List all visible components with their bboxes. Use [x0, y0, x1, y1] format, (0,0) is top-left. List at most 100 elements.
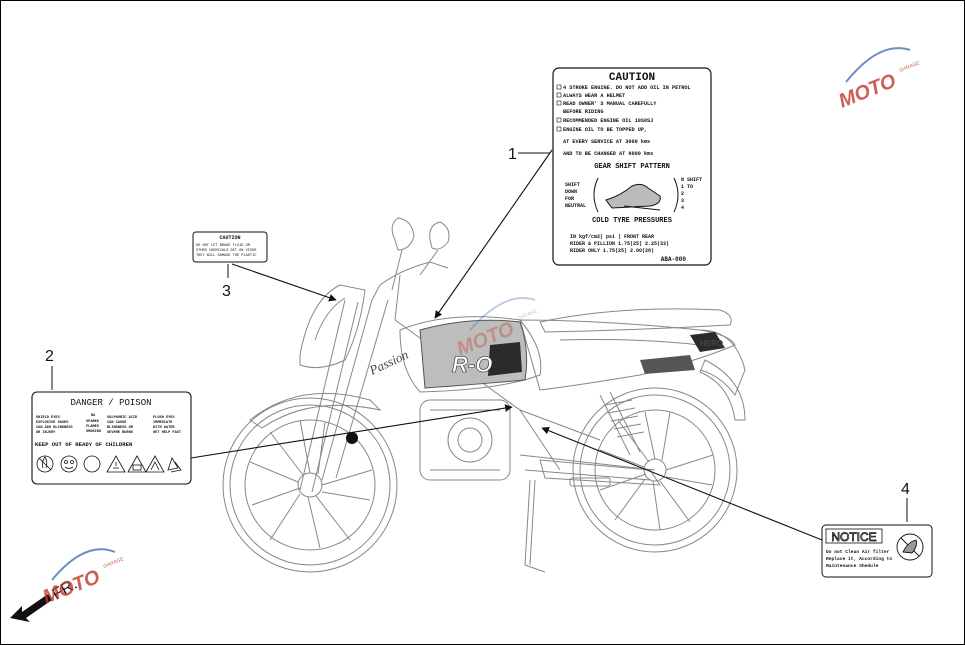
notice-line-1: Do not Clean Air filter	[826, 549, 890, 555]
danger-col4-3: WITH WATER	[153, 426, 175, 430]
side-panel	[519, 319, 736, 391]
caution-small-line-1: DO NOT LET BRAKE FLUID OR	[196, 244, 251, 248]
danger-col3-2: CAN CAUSE	[107, 421, 127, 425]
child-warning-icon	[145, 455, 165, 473]
tank-graphics	[419, 319, 725, 389]
leader-line-4	[541, 426, 823, 541]
leader-line-1	[434, 149, 553, 319]
headlamp-visor	[299, 284, 366, 369]
callout-ticks	[51, 152, 908, 522]
left-mirror	[391, 217, 415, 291]
danger-title: DANGER / POISON	[70, 398, 151, 408]
front-wheel	[222, 397, 398, 573]
caution-main-title: CAUTION	[609, 72, 655, 84]
caution-label-small: CAUTION DO NOT LET BRAKE FLUID OR OTHER …	[192, 231, 268, 263]
eye-protection-icon	[60, 455, 78, 473]
tyre-header: IN kgf/cm2( psi ) FRONT REAR	[570, 234, 654, 240]
caution-small-line-2: OTHER CHEMICALS GET ON VISOR	[196, 249, 257, 253]
gear-shift-title: GEAR SHIFT PATTERN	[594, 163, 670, 171]
tail-section	[699, 329, 746, 397]
callout-number-1: 1	[508, 146, 517, 163]
caution-main-line-5: RECOMMENDED ENGINE OIL 10S0SJ	[563, 118, 653, 124]
watermark-text-1: MOTO	[836, 70, 900, 113]
watermark-text-3: MOTO	[40, 566, 104, 609]
danger-col1-4: OR INJURY	[36, 431, 56, 435]
gear-left-4: NEUTRAL	[565, 203, 586, 209]
tyre-pressure-title: COLD TYRE PRESSURES	[592, 217, 672, 225]
gear-right-4: 3	[681, 198, 684, 204]
caution-main-line-3: READ OWNER' S MANUAL CAREFULLY	[563, 101, 657, 107]
leader-line-3	[231, 263, 337, 302]
handlebar	[371, 261, 449, 321]
explosive-warning-icon	[106, 455, 126, 473]
battery-location-dot	[346, 432, 358, 444]
caution-main-code: ABA-000	[661, 256, 687, 263]
caution-main-line-1: 4 STROKE ENGINE. DO NOT ADD OIL IN PETRO…	[563, 85, 691, 91]
front-fender	[249, 392, 382, 429]
side-badge-text: R-O	[452, 352, 492, 377]
notice-line-3: Maintenance Shedule	[826, 563, 879, 569]
recycle-icon	[167, 457, 182, 473]
caution-small-title: CAUTION	[219, 235, 240, 241]
gear-right-3: 2	[681, 191, 684, 197]
read-manual-icon	[83, 455, 101, 473]
caution-main-line-6: ENGINE OIL TO BE TOPPED UP,	[563, 127, 647, 133]
engine	[419, 399, 511, 481]
front-fork	[299, 299, 389, 493]
notice-line-2: Replace it, According to	[826, 556, 892, 562]
callout-number-4: 4	[901, 481, 910, 498]
gear-left-2: DOWN	[565, 189, 577, 195]
seat	[539, 308, 732, 333]
no-fire-icon	[36, 455, 54, 473]
rear-badge-text: HERO	[700, 339, 723, 348]
caution-main-line-7: AT EVERY SERVICE AT 3000 kms	[563, 139, 650, 145]
danger-col1-2: EXPLOSIVE GASES	[36, 421, 69, 425]
caution-label-main: CAUTION 4 STROKE ENGINE. DO NOT ADD OIL …	[552, 67, 712, 266]
rear-wheel	[572, 387, 738, 553]
front-arrow-icon	[10, 594, 52, 622]
danger-col3-4: SEVERE BURNS	[107, 431, 134, 435]
rear-fender	[699, 359, 746, 421]
caution-main-line-4: BEFORE RIDING	[563, 109, 603, 115]
notice-label: NOTICE Do not Clean Air filter Replace i…	[821, 524, 933, 578]
watermark-sub-1: GARAGE	[899, 60, 922, 74]
gear-right-2: 1 TO	[681, 184, 693, 190]
gear-right-5: 4	[681, 205, 684, 211]
no-cleaning-icon	[896, 533, 924, 561]
side-stand	[524, 479, 546, 573]
corrosive-warning-icon	[127, 455, 147, 473]
gear-left-1: SHIFT	[565, 182, 580, 188]
tyre-row-2: RIDER ONLY 1.75(25) 2.00(28)	[570, 248, 654, 254]
callout-number-3: 3	[222, 283, 231, 300]
watermark-sub-3: GARAGE	[103, 556, 126, 570]
tyre-row-1: RIDER & PILLION 1.75(25) 2.25(33)	[570, 241, 669, 247]
gear-left-3: FOR	[565, 196, 574, 202]
watermark-top-right: MOTO GARAGE	[836, 47, 922, 113]
swing-arm	[519, 454, 656, 481]
gear-shift-foot-icon	[593, 177, 679, 213]
danger-col4-2: IMMEDIATE	[153, 421, 173, 425]
danger-poison-label: DANGER / POISON SHIELD EYES EXPLOSIVE GA…	[31, 391, 192, 485]
danger-col4-4: GET HELP FAST	[153, 431, 182, 435]
danger-col2-4: SMOKING	[86, 430, 101, 434]
danger-col1-1: SHIELD EYES	[36, 416, 61, 420]
gear-right-1: N SHIFT	[681, 177, 702, 183]
danger-col4-1: FLUSH EYES	[153, 416, 175, 420]
right-mirror	[419, 221, 450, 276]
danger-col2-2: SPARKS	[86, 420, 100, 424]
danger-col2-3: FLAMES	[86, 425, 100, 429]
danger-col1-3: CAN ADD BLINDNESS	[36, 426, 74, 430]
fuel-tank	[399, 316, 542, 393]
callout-number-2: 2	[45, 348, 54, 365]
chain-guard	[539, 459, 661, 486]
danger-col3-1: SULPHURIC ACID	[107, 416, 138, 420]
caution-small-line-3: THEY WILL DAMAGE THE PLASTIC	[196, 254, 256, 258]
danger-col3-3: BLINDNESS OR	[107, 426, 134, 430]
caution-main-line-2: ALWAYS WEAR A HELMET	[563, 93, 625, 99]
caution-main-line-8: AND TO BE CHANGED AT 6000 kms	[563, 151, 653, 157]
danger-keep-out: KEEP OUT OF READY OF CHILDREN	[35, 441, 132, 448]
watermark-bottom-left: MOTO GARAGE	[40, 548, 126, 609]
motorcycle-drawing	[222, 217, 746, 573]
notice-title: NOTICE	[831, 530, 876, 544]
